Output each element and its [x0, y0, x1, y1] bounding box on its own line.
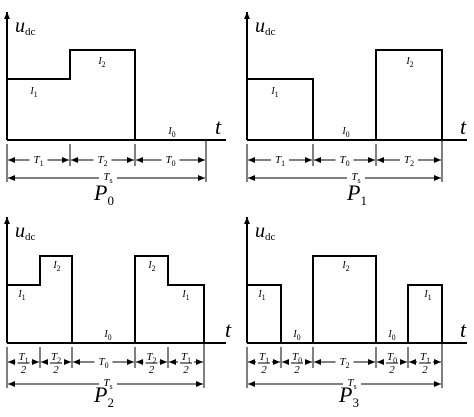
level-label: I0 [167, 126, 175, 139]
segment-label-den: 2 [261, 364, 267, 376]
label-bg [400, 153, 418, 165]
label-bg [94, 355, 113, 367]
waveform [6, 49, 206, 141]
level-label: I2 [341, 260, 349, 273]
label-bg [178, 351, 194, 373]
waveform [6, 255, 205, 344]
segment-label: T1 [275, 154, 285, 168]
y-axis-label: udc [15, 220, 36, 243]
segment-label-num: T0 [292, 351, 302, 365]
label-bg [417, 351, 433, 373]
label-bg [161, 153, 180, 165]
level-label: I0 [292, 329, 300, 342]
segment-label-num: T1 [259, 351, 269, 365]
segment-label-num: T0 [387, 351, 397, 365]
label-bg [271, 153, 289, 165]
level-label: I2 [405, 56, 413, 69]
segment-label: T0 [98, 356, 108, 370]
period-label: Ts [103, 377, 112, 391]
waveform [246, 255, 443, 344]
segment-label-den: 2 [389, 364, 395, 376]
label-bg [343, 376, 361, 388]
segment-label: T0 [339, 154, 349, 168]
segment-label-den: 2 [183, 364, 189, 376]
label-bg [143, 351, 160, 373]
level-label: I1 [17, 289, 25, 302]
label-bg [99, 170, 117, 182]
segment-label: T2 [339, 356, 349, 370]
label-bg [289, 351, 305, 373]
panel-caption: P0 [93, 180, 114, 208]
period-label: Ts [351, 171, 360, 185]
level-label: I2 [97, 56, 105, 69]
period-label: Ts [103, 171, 112, 185]
segment-label-num: T1 [18, 351, 28, 365]
panel-caption: P3 [338, 382, 359, 410]
y-axis-label: udc [255, 220, 276, 243]
panel-caption: P1 [346, 180, 367, 208]
waveform [246, 49, 443, 141]
t-axis-label: t [460, 114, 467, 139]
segment-label-num: T2 [51, 351, 61, 365]
period-label: Ts [347, 377, 356, 391]
segment-label: T0 [165, 154, 175, 168]
label-bg [347, 170, 365, 182]
label-bg [29, 153, 48, 165]
level-label: I1 [257, 289, 265, 302]
label-bg [93, 153, 112, 165]
label-bg [384, 351, 400, 373]
label-bg [256, 351, 272, 373]
segment-label-den: 2 [53, 364, 59, 376]
level-label: I1 [181, 289, 189, 302]
t-axis-label: t [215, 114, 222, 139]
label-bg [15, 351, 32, 373]
segment-label-den: 2 [149, 364, 155, 376]
segment-label-den: 2 [21, 364, 27, 376]
level-label: I0 [387, 329, 395, 342]
label-bg [48, 351, 64, 373]
segment-label-den: 2 [422, 364, 428, 376]
t-axis-label: t [460, 317, 467, 342]
level-label: I1 [423, 289, 431, 302]
segment-label: T1 [33, 154, 43, 168]
t-axis-label: t [225, 317, 232, 342]
segment-label: T2 [97, 154, 107, 168]
level-label: I1 [270, 86, 278, 99]
segment-label-num: T2 [146, 351, 156, 365]
level-label: I0 [103, 329, 111, 342]
segment-label-den: 2 [294, 364, 300, 376]
segment-label-num: T1 [420, 351, 430, 365]
level-label: I2 [147, 260, 155, 273]
level-label: I2 [52, 260, 60, 273]
label-bg [99, 376, 117, 388]
y-axis-label: udc [15, 15, 36, 38]
label-bg [335, 153, 354, 165]
level-label: I0 [341, 126, 349, 139]
panel-caption: P2 [93, 382, 114, 410]
segment-label-num: T1 [181, 351, 191, 365]
level-label: I1 [29, 86, 37, 99]
label-bg [335, 355, 354, 367]
segment-label: T2 [404, 154, 414, 168]
y-axis-label: udc [255, 15, 276, 38]
